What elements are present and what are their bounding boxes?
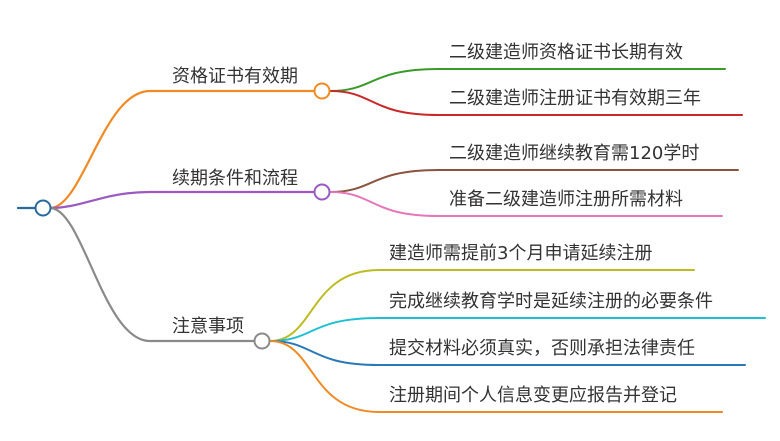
branch-label-0: 资格证书有效期: [172, 66, 298, 87]
branch-node-1[interactable]: [313, 183, 331, 201]
child-label-0-0: 二级建造师资格证书长期有效: [449, 42, 683, 63]
child-edge-0-1: [329, 90, 743, 116]
child-edge-2-3: [269, 340, 723, 413]
child-label-0-1: 二级建造师注册证书有效期三年: [449, 88, 701, 109]
child-edge-2-0: [269, 269, 695, 342]
child-edge-2-2: [269, 340, 746, 366]
child-label-2-2: 提交材料必须真实，否则承担法律责任: [389, 338, 695, 359]
root-node[interactable]: [34, 199, 52, 217]
child-label-1-0: 二级建造师继续教育需120学时: [449, 143, 700, 164]
child-edge-1-1: [329, 191, 723, 217]
branch-edge-0: [48, 89, 316, 210]
child-label-2-0: 建造师需提前3个月申请延续注册: [389, 243, 653, 264]
child-label-2-1: 完成继续教育学时是延续注册的必要条件: [389, 291, 713, 312]
child-edge-0-0: [329, 68, 726, 92]
branch-edge-1: [48, 190, 316, 210]
child-edge-2-1: [269, 317, 766, 342]
child-label-1-1: 准备二级建造师注册所需材料: [449, 189, 683, 210]
child-edge-1-0: [329, 169, 739, 193]
branch-node-0[interactable]: [313, 82, 331, 100]
branch-node-2[interactable]: [253, 332, 271, 350]
branch-edge-2: [48, 206, 256, 343]
child-label-2-3: 注册期间个人信息变更应报告并登记: [389, 385, 677, 406]
branch-label-2: 注意事项: [172, 316, 244, 337]
branch-label-1: 续期条件和流程: [172, 168, 298, 189]
